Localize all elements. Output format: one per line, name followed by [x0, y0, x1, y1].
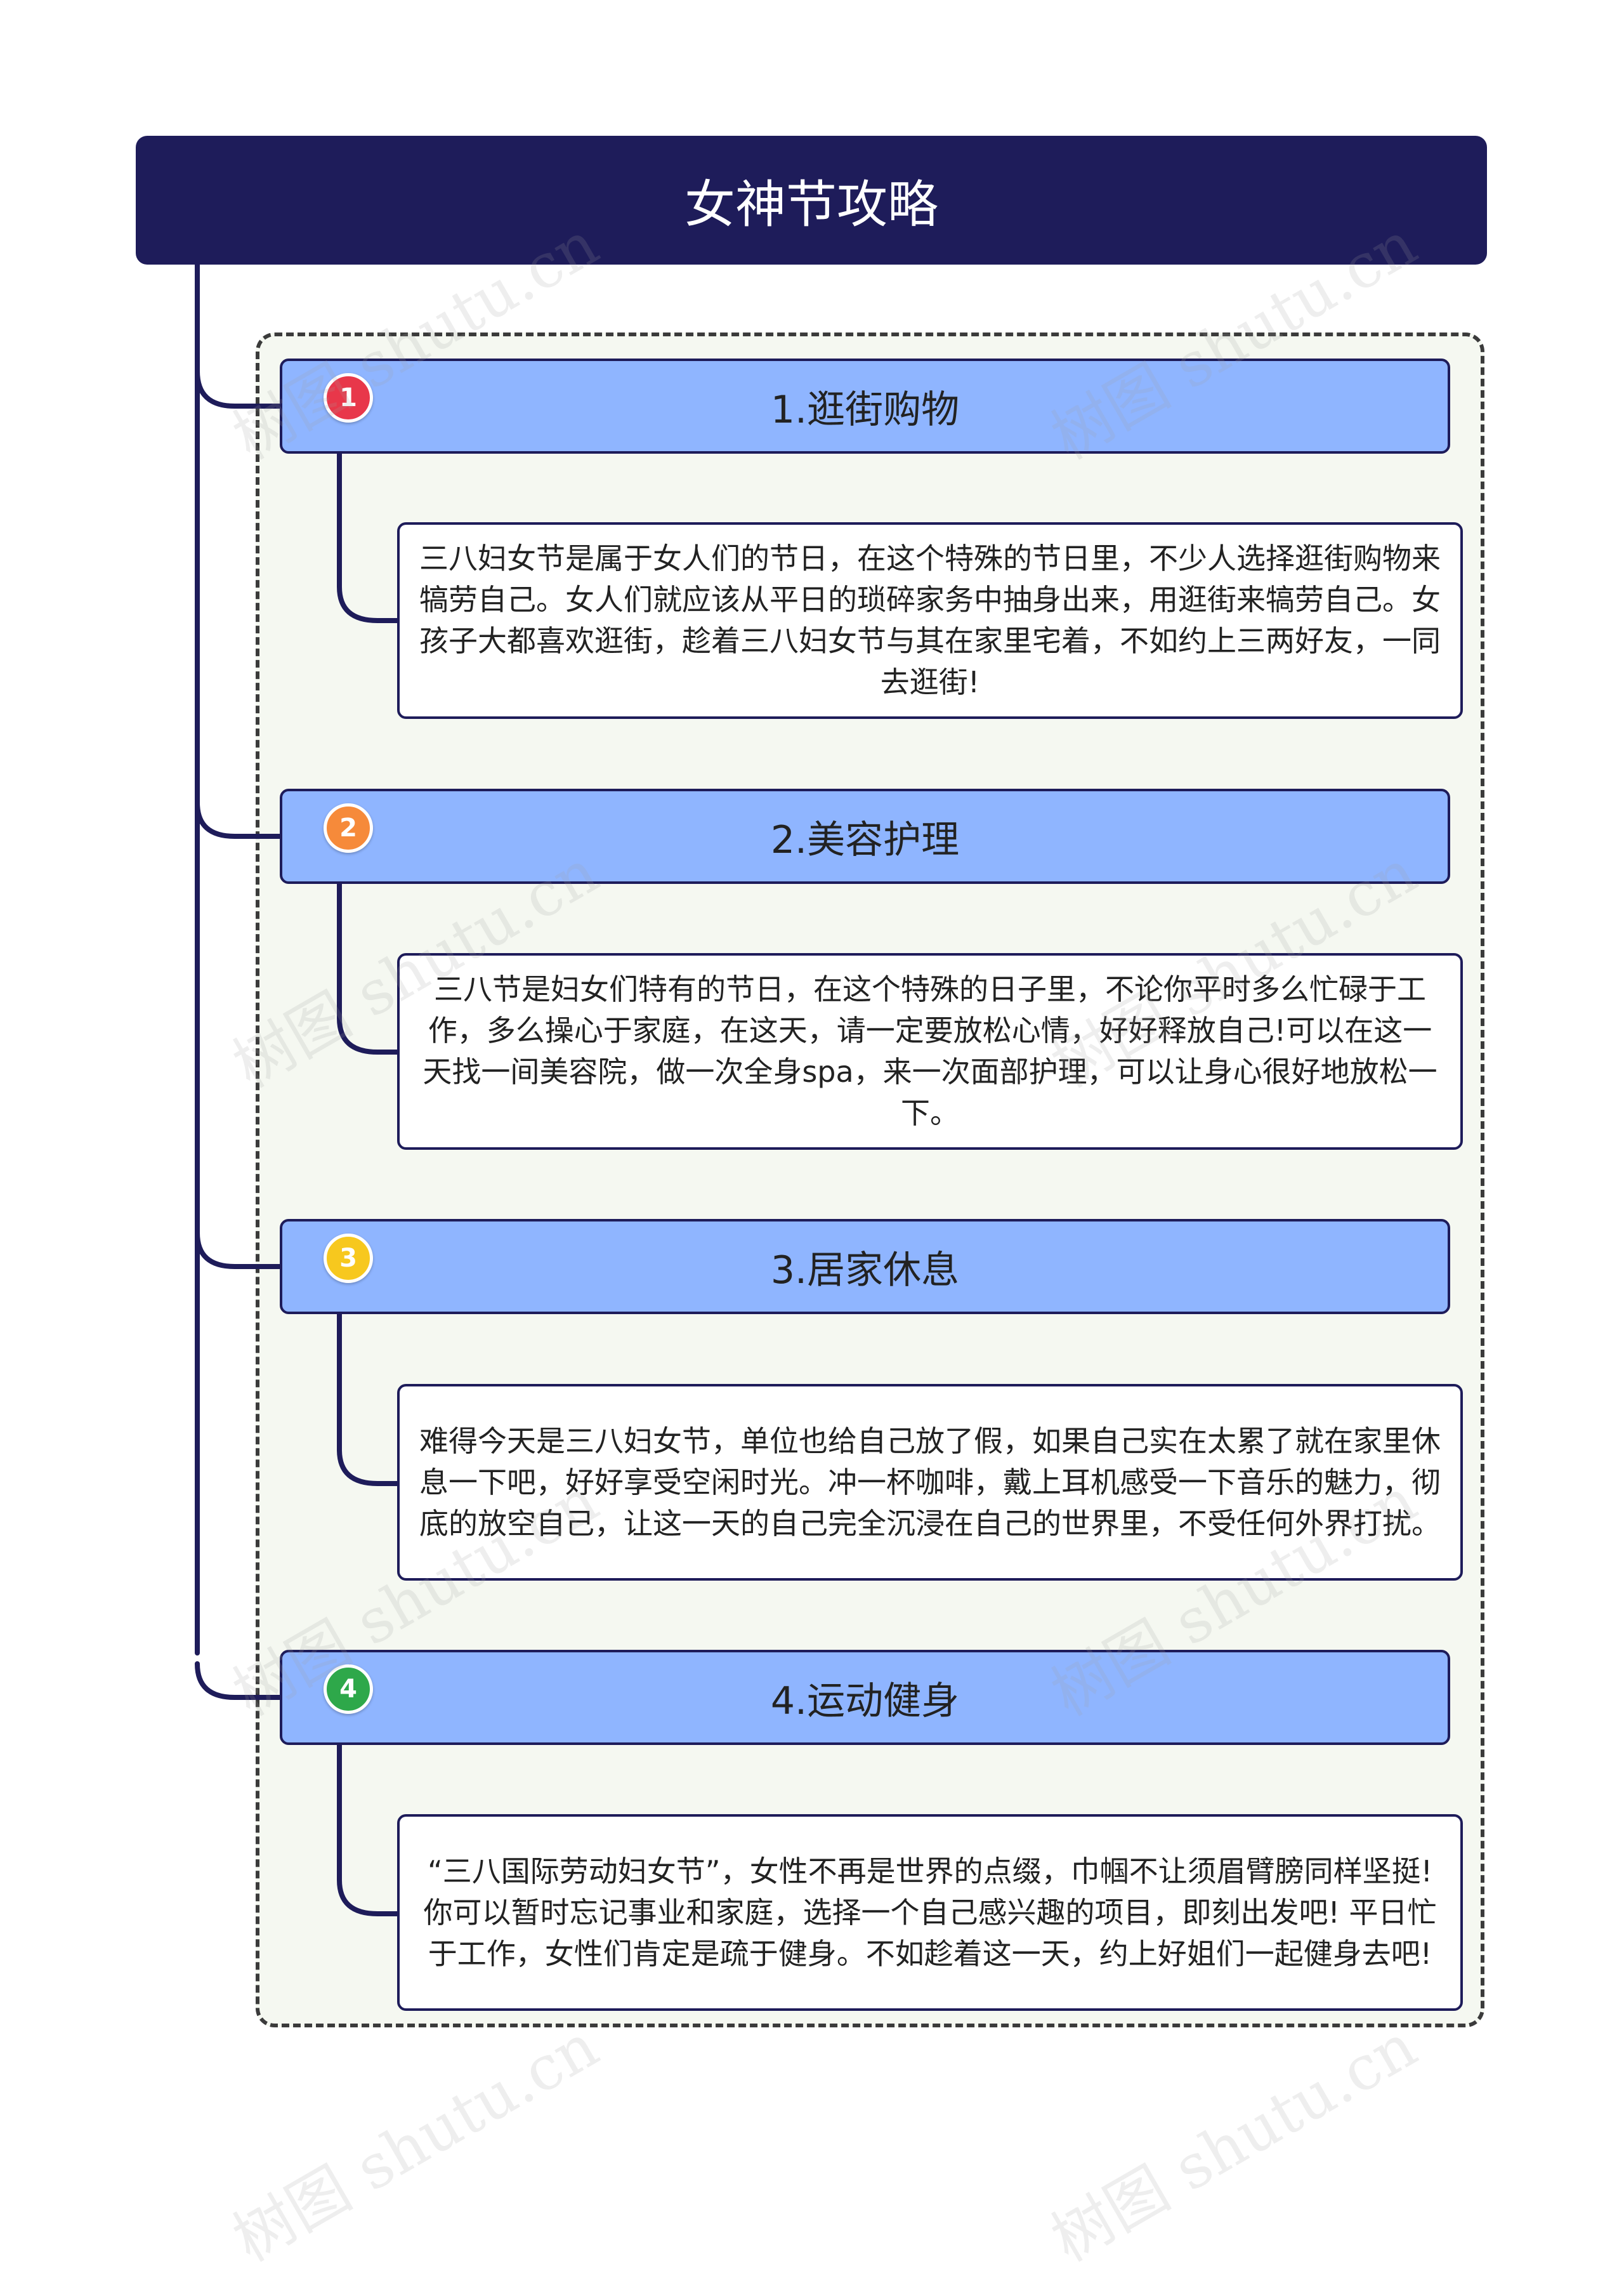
- branch-line-1: [195, 369, 282, 409]
- badge-number: 2: [339, 813, 357, 843]
- description-text: 三八节是妇女们特有的节日，在这个特殊的日子里，不论你平时多么忙碌于工作，多么操心…: [422, 972, 1437, 1130]
- topic-shopping[interactable]: 1.逛街购物: [280, 359, 1450, 454]
- topic-label: 4.运动健身: [770, 1678, 960, 1723]
- branch-line-2: [195, 800, 282, 839]
- number-badge-4: 4: [324, 1664, 373, 1714]
- description-shopping[interactable]: 三八妇女节是属于女人们的节日，在这个特殊的节日里，不少人选择逛街购物来犒劳自己。…: [397, 522, 1463, 719]
- root-title-text: 女神节攻略: [684, 174, 938, 234]
- description-text: “三八国际劳动妇女节”，女性不再是世界的点缀，巾帼不让须眉臂膀同样坚挺! 你可以…: [423, 1853, 1437, 1971]
- branch-line-3: [195, 1230, 282, 1269]
- description-text: 难得今天是三八妇女节，单位也给自己放了假，如果自己实在太累了就在家里休息一下吧，…: [419, 1423, 1441, 1541]
- badge-number: 1: [339, 383, 357, 412]
- description-home-rest[interactable]: 难得今天是三八妇女节，单位也给自己放了假，如果自己实在太累了就在家里休息一下吧，…: [397, 1384, 1463, 1581]
- number-badge-2: 2: [324, 803, 373, 853]
- badge-number: 4: [339, 1675, 357, 1704]
- description-beauty-care[interactable]: 三八节是妇女们特有的节日，在这个特殊的日子里，不论你平时多么忙碌于工作，多么操心…: [397, 953, 1463, 1150]
- topic-label: 3.居家休息: [770, 1248, 960, 1293]
- description-text: 三八妇女节是属于女人们的节日，在这个特殊的节日里，不少人选择逛街购物来犒劳自己。…: [419, 541, 1441, 699]
- topic-beauty-care[interactable]: 2.美容护理: [280, 789, 1450, 884]
- topic-home-rest[interactable]: 3.居家休息: [280, 1219, 1450, 1314]
- sub-line-1: [337, 451, 400, 623]
- badge-number: 3: [339, 1244, 357, 1273]
- number-badge-3: 3: [324, 1234, 373, 1283]
- topic-label: 2.美容护理: [770, 817, 960, 862]
- topic-fitness[interactable]: 4.运动健身: [280, 1650, 1450, 1745]
- topic-label: 1.逛街购物: [770, 387, 960, 432]
- sub-line-2: [337, 881, 400, 1055]
- number-badge-1: 1: [324, 373, 373, 423]
- description-fitness[interactable]: “三八国际劳动妇女节”，女性不再是世界的点缀，巾帼不让须眉臂膀同样坚挺! 你可以…: [397, 1814, 1463, 2011]
- connector-lines: [195, 262, 400, 1916]
- root-title[interactable]: 女神节攻略: [136, 136, 1487, 265]
- sub-line-4: [337, 1742, 400, 1916]
- branch-line-4: [195, 1661, 282, 1700]
- sub-line-3: [337, 1312, 400, 1486]
